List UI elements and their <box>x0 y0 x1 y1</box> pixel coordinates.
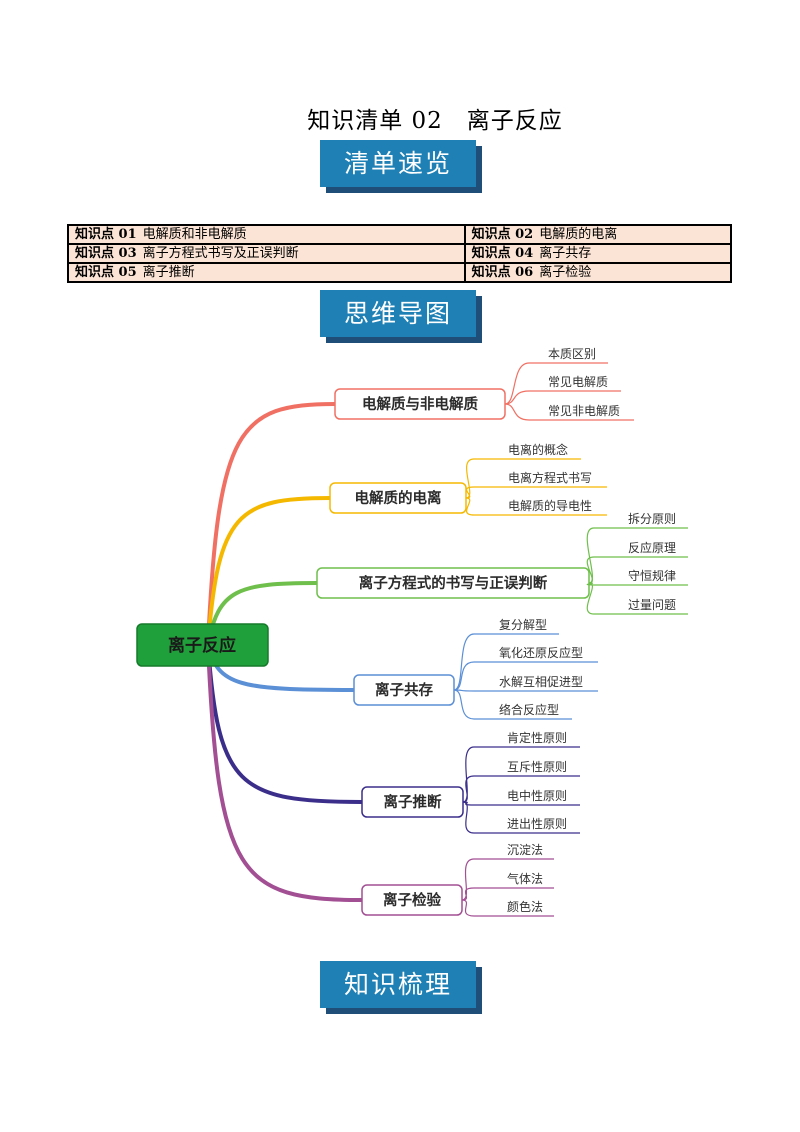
point-number: 知识点 02 <box>471 227 534 242</box>
branch-label: 电解质与非电解质 <box>362 395 478 413</box>
banner-label: 知识梳理 <box>320 961 476 1008</box>
branch-label: 离子方程式的书写与正误判断 <box>359 574 548 592</box>
leaf-connector <box>453 689 598 692</box>
leaf-connector <box>462 775 580 803</box>
branch-label: 离子推断 <box>384 793 442 811</box>
branch-node: 电解质与非电解质 <box>334 388 506 420</box>
leaf-connector <box>586 556 688 584</box>
branch-label: 电解质的电离 <box>355 489 442 507</box>
leaf-label: 过量问题 <box>628 598 676 612</box>
leaf-label: 肯定性原则 <box>507 730 567 745</box>
leaf-label: 常见电解质 <box>548 375 608 389</box>
point-title: 离子共存 <box>539 246 592 261</box>
leaf-connector <box>453 689 572 720</box>
point-title: 离子检验 <box>539 265 592 280</box>
leaf-connector <box>586 582 688 586</box>
leaf-label: 电中性原则 <box>507 788 567 803</box>
branch-node: 离子方程式的书写与正误判断 <box>316 567 590 599</box>
leaf-label: 氧化还原反应型 <box>499 645 583 660</box>
point-title: 电解质和非电解质 <box>142 227 247 242</box>
banner-label: 思维导图 <box>320 290 476 337</box>
leaf-label: 电解质的导电性 <box>508 498 592 513</box>
leaf-label: 进出性原则 <box>507 817 567 831</box>
section-banner-overview: 清单速览 <box>320 140 482 193</box>
leaf-connector <box>461 899 554 917</box>
table-row: 知识点 05 离子推断 知识点 06 离子检验 <box>67 262 733 283</box>
leaf-label: 常见非电解质 <box>548 404 620 418</box>
leaf-label: 颜色法 <box>507 899 543 914</box>
knowledge-point-table: 知识点 01 电解质和非电解质 知识点 02 电解质的电离 知识点 03 离子方程式书… <box>67 224 733 283</box>
branch-connector <box>206 643 364 902</box>
branch-node: 离子检验 <box>361 884 463 916</box>
section-banner-mindmap: 思维导图 <box>320 290 482 343</box>
root-box <box>136 623 269 667</box>
branch-node: 离子共存 <box>353 674 455 706</box>
leaf-connector <box>504 403 634 421</box>
point-title: 离子推断 <box>142 265 195 280</box>
table-cell: 知识点 05 离子推断 <box>67 262 466 283</box>
leaf-label: 拆分原则 <box>628 511 676 526</box>
leaf-connector <box>462 746 580 803</box>
point-number: 知识点 03 <box>75 246 137 261</box>
leaf-label: 水解互相促进型 <box>499 675 583 689</box>
branch-connector <box>206 496 332 647</box>
branch-label: 离子共存 <box>375 681 433 699</box>
point-number: 知识点 04 <box>471 246 534 261</box>
banner-label: 清单速览 <box>320 140 476 187</box>
table-cell: 知识点 01 电解质和非电解质 <box>67 224 466 245</box>
table-row: 知识点 01 电解质和非电解质 知识点 02 电解质的电离 <box>67 224 733 245</box>
leaf-connector <box>586 527 688 584</box>
leaf-label: 守恒规律 <box>628 568 676 583</box>
point-number: 知识点 05 <box>75 265 137 280</box>
section-banner-review: 知识梳理 <box>320 961 482 1014</box>
leaf-connector <box>461 858 554 901</box>
point-number: 知识点 06 <box>471 265 534 280</box>
leaf-label: 复分解型 <box>499 618 547 632</box>
leaf-connector <box>586 582 688 615</box>
leaf-label: 气体法 <box>507 871 543 886</box>
point-number: 知识点 01 <box>75 227 137 242</box>
leaf-connector <box>504 390 621 405</box>
table-cell: 知识点 03 离子方程式书写及正误判断 <box>67 243 466 264</box>
leaf-connector <box>453 633 559 691</box>
leaf-connector <box>504 362 608 405</box>
point-title: 电解质的电离 <box>539 227 618 242</box>
leaf-label: 电离的概念 <box>508 442 568 457</box>
leaf-label: 本质区别 <box>548 347 596 361</box>
leaf-label: 络合反应型 <box>499 702 559 717</box>
table-row: 知识点 03 离子方程式书写及正误判断 知识点 04 离子共存 <box>67 243 733 264</box>
leaf-label: 沉淀法 <box>507 843 543 857</box>
branch-node: 电解质的电离 <box>329 482 467 514</box>
leaf-connector <box>453 661 598 691</box>
branch-label: 离子检验 <box>383 891 441 909</box>
leaf-connector <box>461 887 554 901</box>
root-node: 离子反应 <box>136 623 269 667</box>
leaf-connector <box>465 458 581 499</box>
branch-connector <box>206 402 337 647</box>
leaf-label: 反应原理 <box>628 540 676 555</box>
leaf-connector <box>462 801 580 834</box>
table-cell: 知识点 02 电解质的电离 <box>463 224 733 245</box>
branch-node: 离子推断 <box>361 786 464 818</box>
leaf-connector <box>465 497 607 516</box>
table-cell: 知识点 06 离子检验 <box>463 262 733 283</box>
page-title: 知识清单 02 离子反应 <box>307 108 563 134</box>
root-label: 离子反应 <box>168 635 236 656</box>
branch-connector <box>206 643 364 804</box>
leaf-label: 电离方程式书写 <box>508 470 592 485</box>
leaf-label: 互斥性原则 <box>507 760 567 774</box>
table-cell: 知识点 04 离子共存 <box>463 243 733 264</box>
point-title: 离子方程式书写及正误判断 <box>142 246 299 261</box>
leaf-connector <box>465 486 607 499</box>
